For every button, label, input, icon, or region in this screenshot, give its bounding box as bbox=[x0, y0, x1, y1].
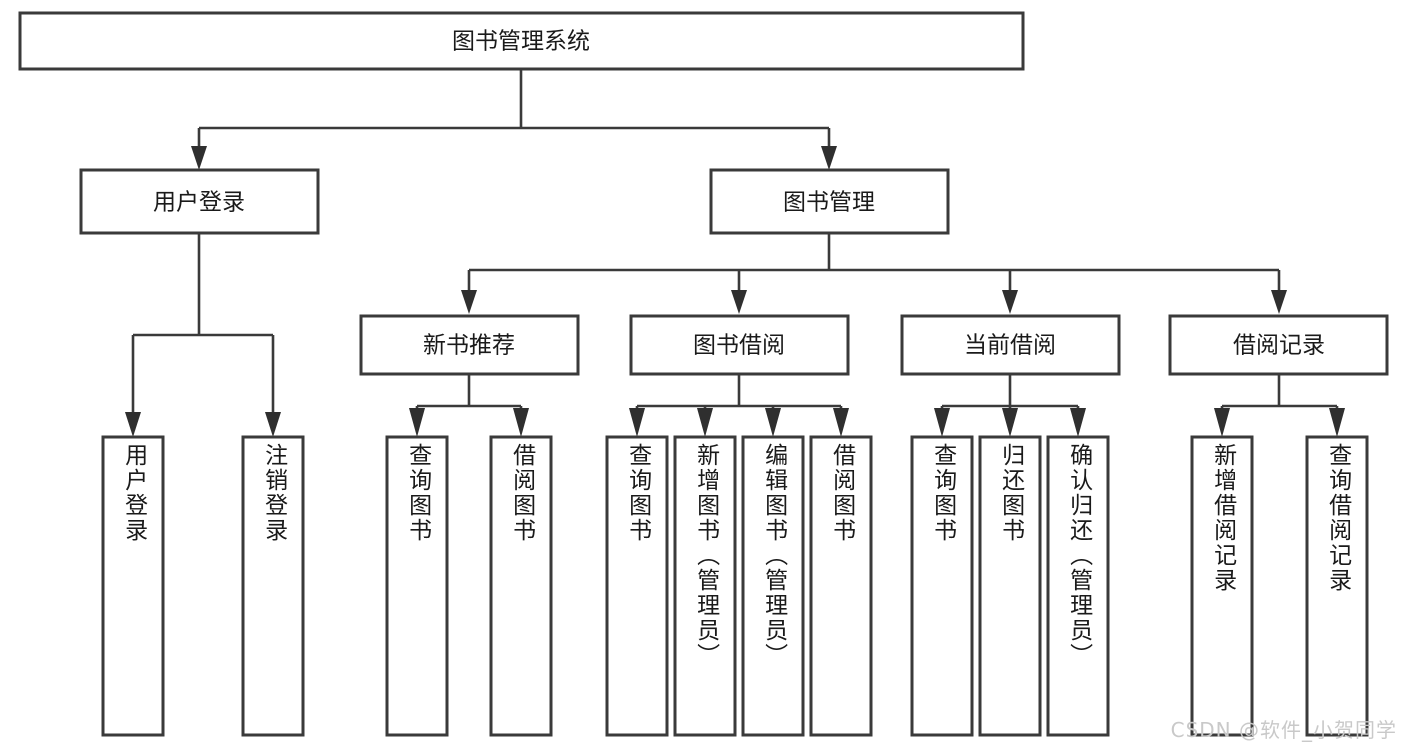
arrow-head-book-management bbox=[821, 146, 837, 170]
leaf-box-add-book[interactable] bbox=[673, 435, 737, 737]
node-book-borrow-label: 图书借阅 bbox=[693, 333, 785, 359]
arrow-head-leaf-query-book-1 bbox=[409, 408, 425, 437]
node-new-book-recommend-box[interactable] bbox=[359, 314, 580, 376]
leaf-box-borrow-book-2[interactable] bbox=[809, 435, 873, 737]
watermark-text: CSDN @软件_小贺同学 bbox=[1170, 718, 1397, 742]
leaf-box-query-record[interactable] bbox=[1305, 435, 1369, 737]
node-borrow-record-box[interactable] bbox=[1168, 314, 1389, 376]
leaf-box-query-book-1[interactable] bbox=[385, 435, 449, 737]
leaf-box-query-book-3[interactable] bbox=[910, 435, 974, 737]
node-root-label: 图书管理系统 bbox=[452, 29, 590, 55]
arrow-head-leaf-confirm-return bbox=[1070, 408, 1086, 437]
arrow-head-leaf-query-record bbox=[1329, 408, 1345, 437]
node-root[interactable]: 图书管理系统 bbox=[18, 11, 1025, 71]
node-book-borrow-box[interactable] bbox=[629, 314, 850, 376]
node-user-login-label: 用户登录 bbox=[153, 190, 245, 216]
node-current-borrow[interactable]: 当前借阅 bbox=[900, 314, 1121, 376]
leaf-box-user-login[interactable] bbox=[101, 435, 165, 737]
arrow-head-leaf-user-login bbox=[125, 412, 141, 437]
node-root-box[interactable] bbox=[18, 11, 1025, 71]
arrow-head-leaf-logout bbox=[265, 412, 281, 437]
node-current-borrow-box[interactable] bbox=[900, 314, 1121, 376]
leaf-box-edit-book[interactable] bbox=[741, 435, 805, 737]
leaf-box-confirm-return[interactable] bbox=[1046, 435, 1110, 737]
arrow-head-book-borrow bbox=[731, 290, 747, 314]
leaf-box-query-book-2[interactable] bbox=[605, 435, 669, 737]
leaf-box-add-record[interactable] bbox=[1190, 435, 1254, 737]
arrow-head-current-borrow bbox=[1002, 290, 1018, 314]
arrow-head-leaf-add-book bbox=[697, 408, 713, 437]
node-new-book-recommend[interactable]: 新书推荐 bbox=[359, 314, 580, 376]
node-book-management-label: 图书管理 bbox=[783, 190, 875, 216]
arrow-head-leaf-query-book-2 bbox=[629, 408, 645, 437]
node-current-borrow-label: 当前借阅 bbox=[964, 333, 1056, 359]
arrow-head-leaf-add-record bbox=[1214, 408, 1230, 437]
arrow-head-new-book-recommend bbox=[461, 290, 477, 314]
arrow-head-leaf-query-book-3 bbox=[934, 408, 950, 437]
arrow-head-user-login bbox=[191, 146, 207, 170]
leaf-box-return-book[interactable] bbox=[978, 435, 1042, 737]
node-book-management[interactable]: 图书管理 bbox=[709, 168, 950, 235]
node-book-borrow[interactable]: 图书借阅 bbox=[629, 314, 850, 376]
arrow-head-borrow-record bbox=[1271, 290, 1287, 314]
node-user-login[interactable]: 用户登录 bbox=[79, 168, 320, 235]
arrow-head-leaf-edit-book bbox=[765, 408, 781, 437]
node-new-book-recommend-label: 新书推荐 bbox=[423, 333, 515, 359]
node-borrow-record-label: 借阅记录 bbox=[1233, 333, 1325, 359]
node-borrow-record[interactable]: 借阅记录 bbox=[1168, 314, 1389, 376]
arrow-head-leaf-borrow-book-2 bbox=[833, 408, 849, 437]
arrow-head-leaf-borrow-book-1 bbox=[513, 408, 529, 437]
leaf-box-logout[interactable] bbox=[241, 435, 305, 737]
node-book-management-box[interactable] bbox=[709, 168, 950, 235]
arrow-head-leaf-return-book bbox=[1002, 408, 1018, 437]
leaf-box-borrow-book-1[interactable] bbox=[489, 435, 553, 737]
